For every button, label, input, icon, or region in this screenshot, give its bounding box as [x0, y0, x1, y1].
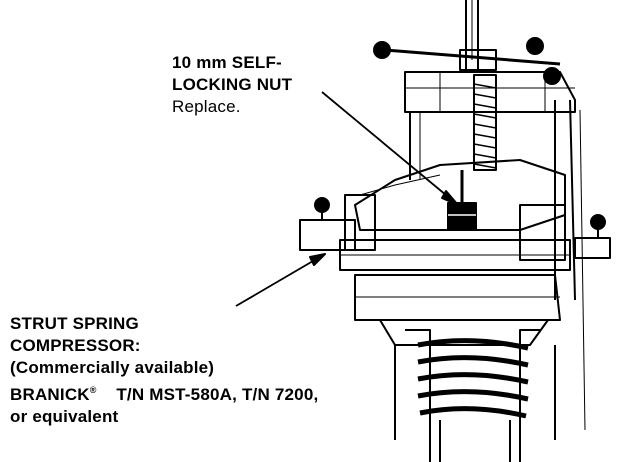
side-frames	[409, 99, 586, 431]
registered-mark: ®	[89, 385, 97, 395]
nut-label-line2: LOCKING NUT	[172, 75, 293, 94]
compressor-label-line2: COMPRESSOR:	[10, 336, 141, 355]
compressor-callout: STRUT SPRING COMPRESSOR: (Commercially a…	[10, 313, 318, 428]
coil-spring	[417, 338, 529, 419]
part-numbers: T/N MST-580A, T/N 7200,	[116, 385, 319, 404]
upper-plate	[404, 71, 576, 113]
nut-callout: 10 mm SELF- LOCKING NUT Replace.	[172, 52, 292, 118]
nut-label-line1: 10 mm SELF-	[172, 53, 282, 72]
compressor-leader-arrow	[235, 253, 326, 307]
compressor-label-line4: BRANICK® T/N MST-580A, T/N 7200,	[10, 379, 318, 406]
compressor-label-line5: or equivalent	[10, 407, 119, 426]
threaded-screw	[473, 74, 497, 171]
mounting-plate	[299, 197, 611, 271]
strut-shaft	[465, 0, 479, 70]
strut-body	[394, 329, 556, 462]
compressor-label-line1: STRUT SPRING	[10, 314, 139, 333]
nut-leader-arrow	[321, 91, 459, 206]
self-locking-nut	[447, 170, 477, 230]
compressor-label-line3: (Commercially available)	[10, 358, 215, 377]
brand-name: BRANICK	[10, 385, 90, 404]
top-handle	[373, 37, 561, 85]
nut-label-instruction: Replace.	[172, 97, 241, 116]
lower-ring	[354, 274, 561, 346]
